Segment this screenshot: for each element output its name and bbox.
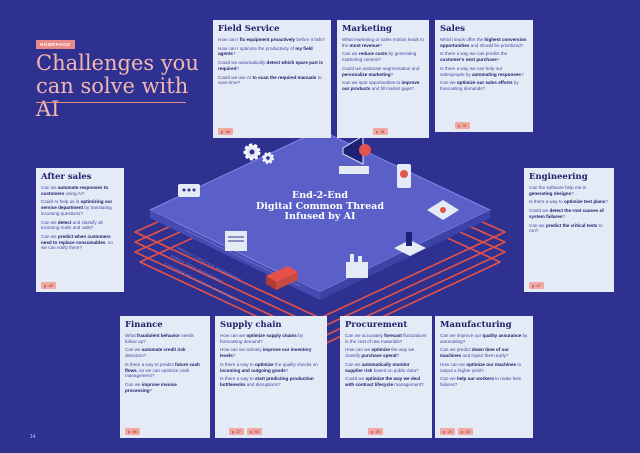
- center-heading-line2: Digital Common Thread: [256, 200, 384, 212]
- page-ref-link[interactable]: p. 35: [246, 428, 262, 435]
- card-supply-chain: Supply chain How can we optimize supply …: [215, 316, 327, 438]
- card-sales: Sales Which leads offer the highest conv…: [435, 20, 533, 132]
- center-heading-line3: Infused by AI: [284, 211, 356, 222]
- section-tag: HOMEPAGE: [36, 40, 75, 49]
- question-3: Could we automatically detect which spar…: [218, 60, 323, 71]
- card-title: Finance: [125, 320, 163, 330]
- card-title: Field Service: [218, 24, 280, 34]
- page-number: 14: [30, 434, 36, 440]
- question-2: How can we optimize the way we classify …: [345, 347, 415, 359]
- page-refs: p. 31: [373, 128, 388, 135]
- page-ref-link[interactable]: p. 49: [41, 282, 56, 289]
- page-refs: p. 37: [455, 122, 470, 129]
- page-refs: p. 27 p. 35: [229, 428, 262, 435]
- page-refs: p. 20: [368, 428, 383, 435]
- card-title: Supply chain: [220, 320, 282, 330]
- question-1: How can we optimize supply chains by for…: [220, 333, 303, 344]
- center-heading: End-2-End Digital Common Thread Infused …: [245, 190, 395, 223]
- question-4: Can we predict when customers need to re…: [41, 234, 113, 251]
- question-2: Can we automate credit risk detection?: [125, 347, 186, 359]
- page-refs: p. 46: [218, 128, 233, 135]
- question-4: Could we optimize the way we deal with c…: [345, 376, 424, 388]
- card-after-sales: After sales Can we automate responses to…: [36, 168, 124, 292]
- page-ref-link[interactable]: p. 27: [229, 428, 244, 435]
- question-3: How can we optimize our machines to outp…: [440, 361, 522, 373]
- question-1: Can we accurately forecast fluctuations …: [345, 333, 427, 344]
- page-refs: p. 24 p. 42: [440, 428, 473, 435]
- card-title: Engineering: [529, 172, 588, 182]
- question-3: Could we automate segmentation and perso…: [342, 65, 420, 77]
- question-1: Which leads offer the highest conversion…: [440, 37, 527, 48]
- question-4: Can we optimize our sales efforts by for…: [440, 80, 519, 92]
- question-2: How can we actively improve our inventor…: [220, 347, 312, 359]
- page-ref-link[interactable]: p. 31: [373, 128, 388, 135]
- question-3: Is there a way to optimize the quality c…: [220, 361, 318, 373]
- question-1: Can we improve our quality assurance by …: [440, 333, 528, 344]
- question-3: Can we automatically monitor supplier ri…: [345, 361, 419, 373]
- question-2: Can we reduce costs by generating market…: [342, 51, 417, 63]
- document-icon: [225, 231, 247, 251]
- page-title: Challenges you can solve with AI: [36, 52, 206, 121]
- card-marketing: Marketing What marketing or sales motion…: [337, 20, 429, 138]
- card-manufacturing: Manufacturing Can we improve our quality…: [435, 316, 533, 438]
- megaphone-icon: [339, 135, 371, 174]
- page-title-line1: Challenges you: [36, 51, 199, 75]
- center-heading-line1: End-2-End: [291, 190, 349, 201]
- card-title: Sales: [440, 24, 466, 34]
- question-2: Can we predict down time of our machines…: [440, 347, 509, 359]
- factory-icon: [346, 254, 368, 278]
- question-4: Is there a way to start predicting produ…: [220, 376, 314, 388]
- question-4: Can we spot opportunities to improve our…: [342, 80, 420, 92]
- chat-icon: [178, 184, 200, 197]
- question-1: What fraudulent behavior needs follow up…: [125, 333, 194, 344]
- page-ref-link[interactable]: p. 37: [455, 122, 470, 129]
- page-title-line2: can solve with AI: [36, 74, 189, 121]
- question-1: How can I fix equipment proactively befo…: [218, 37, 325, 42]
- question-4: Could we use AI to scan the required man…: [218, 74, 322, 86]
- page-ref-link[interactable]: p. 56: [125, 428, 140, 435]
- question-1: What marketing or sales motion leads to …: [342, 37, 424, 48]
- page-refs: p. 56: [125, 428, 140, 435]
- question-4: Can we help our workers to make less fai…: [440, 376, 521, 388]
- page-ref-link[interactable]: p. 24: [440, 428, 455, 435]
- page-refs: p. 17: [529, 282, 544, 289]
- question-4: Can we predict the critical tests to run…: [529, 222, 603, 234]
- question-4: Can we improve invoice processing?: [125, 382, 177, 393]
- question-3: Can we detect and classify all incoming …: [41, 219, 103, 231]
- card-title: After sales: [41, 172, 92, 182]
- page-ref-link[interactable]: p. 17: [529, 282, 544, 289]
- card-engineering: Engineering Can the software help me in …: [524, 168, 614, 292]
- page-ref-link[interactable]: p. 46: [218, 128, 233, 135]
- question-1: Can the software help me in generating d…: [529, 185, 587, 196]
- page-ref-link[interactable]: p. 42: [457, 428, 473, 435]
- page-ref-link[interactable]: p. 20: [368, 428, 383, 435]
- card-procurement: Procurement Can we accurately forecast f…: [340, 316, 432, 438]
- card-title: Procurement: [345, 320, 408, 330]
- question-1: Can we automate responses to customers u…: [41, 185, 109, 196]
- truck-icon: [266, 266, 298, 290]
- question-2: Could AI help us in optimizing our servi…: [41, 199, 113, 216]
- card-title: Marketing: [342, 24, 392, 34]
- question-2: How can I optimize the productivity of m…: [218, 45, 313, 57]
- question-2: Is there a way to optimize test plans?: [529, 199, 608, 205]
- blueprint-icon: [427, 200, 459, 220]
- card-finance: Finance What fraudulent behavior needs f…: [120, 316, 210, 438]
- question-3: Is there a way we can help our salespeop…: [440, 65, 524, 77]
- question-3: Could we detect the root causes of syste…: [529, 208, 604, 219]
- card-title: Manufacturing: [440, 320, 512, 330]
- question-3: Is there a way to predict future cash fl…: [125, 361, 200, 379]
- card-field-service: Field Service How can I fix equipment pr…: [213, 20, 331, 138]
- page-refs: p. 49: [41, 282, 56, 289]
- gear-icon: [243, 143, 274, 164]
- phone-icon: [397, 164, 411, 188]
- robot-arm-icon: [394, 232, 426, 256]
- title-underline: [36, 102, 186, 103]
- question-2: Is there a way we can predict the custom…: [440, 51, 508, 63]
